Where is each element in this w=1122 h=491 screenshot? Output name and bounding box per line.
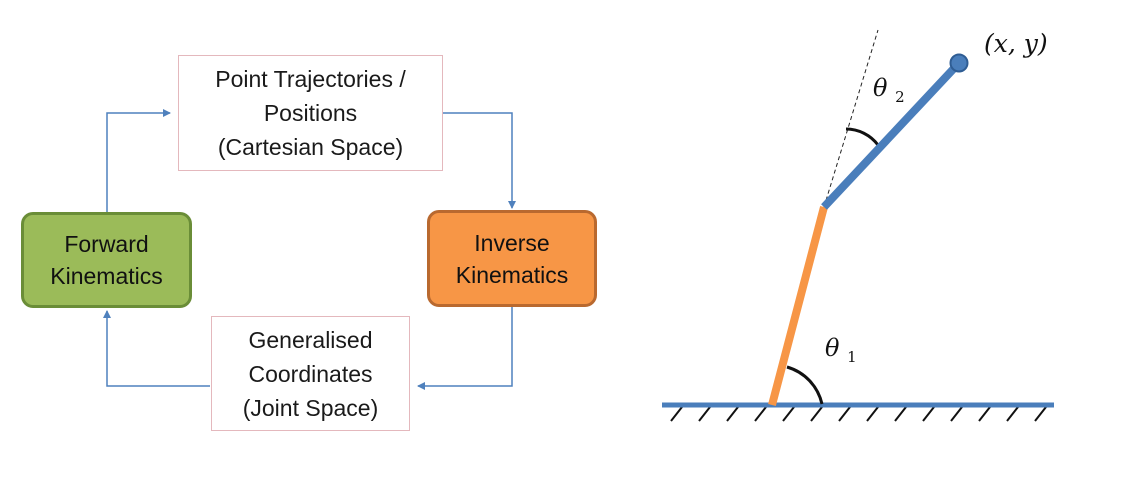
link1-extension-dashed-line: [823, 29, 879, 208]
ground-hatching: [670, 406, 1047, 422]
arm-link-1: [768, 205, 828, 407]
theta1-angle-arc: [786, 365, 824, 405]
inverse-box-line-1: Inverse: [474, 229, 550, 256]
forward-kinematics-box: Forward Kinematics: [21, 212, 192, 308]
forward-box-line-1: Forward: [64, 231, 149, 257]
theta2-symbol: θ: [873, 74, 888, 102]
theta1-subscript: 1: [847, 348, 857, 366]
forward-box-line-2: Kinematics: [50, 263, 163, 289]
joint-space-box: Generalised Coordinates (Joint Space): [211, 316, 410, 431]
theta2-subscript: 2: [895, 88, 905, 106]
theta2-label: θ 2: [873, 74, 905, 106]
cartesian-space-box: Point Trajectories / Positions (Cartesia…: [178, 55, 443, 171]
inverse-kinematics-box: Inverse Kinematics: [427, 210, 597, 307]
arm-link-2: [821, 60, 962, 210]
joint-box-line-3: (Joint Space): [242, 394, 379, 421]
joint-box-line-2: Coordinates: [248, 360, 373, 387]
joint-box-line-1: Generalised: [248, 326, 373, 353]
endpoint-label: (x, y): [984, 29, 1048, 58]
arrow-inverse-to-joint: [417, 307, 513, 390]
cartesian-box-line-3: (Cartesian Space): [217, 134, 404, 160]
theta1-symbol: θ: [825, 334, 840, 362]
arrow-forward-to-cartesian: [106, 109, 171, 212]
arrow-joint-to-forward: [103, 310, 210, 387]
theta2-angle-arc: [845, 127, 880, 146]
cartesian-box-line-1: Point Trajectories /: [215, 66, 406, 92]
theta1-label: θ 1: [825, 334, 857, 366]
cartesian-box-line-2: Positions: [263, 100, 358, 126]
arrow-cartesian-to-inverse: [443, 112, 516, 209]
inverse-box-line-2: Kinematics: [455, 261, 569, 288]
end-effector-joint: [949, 53, 969, 73]
